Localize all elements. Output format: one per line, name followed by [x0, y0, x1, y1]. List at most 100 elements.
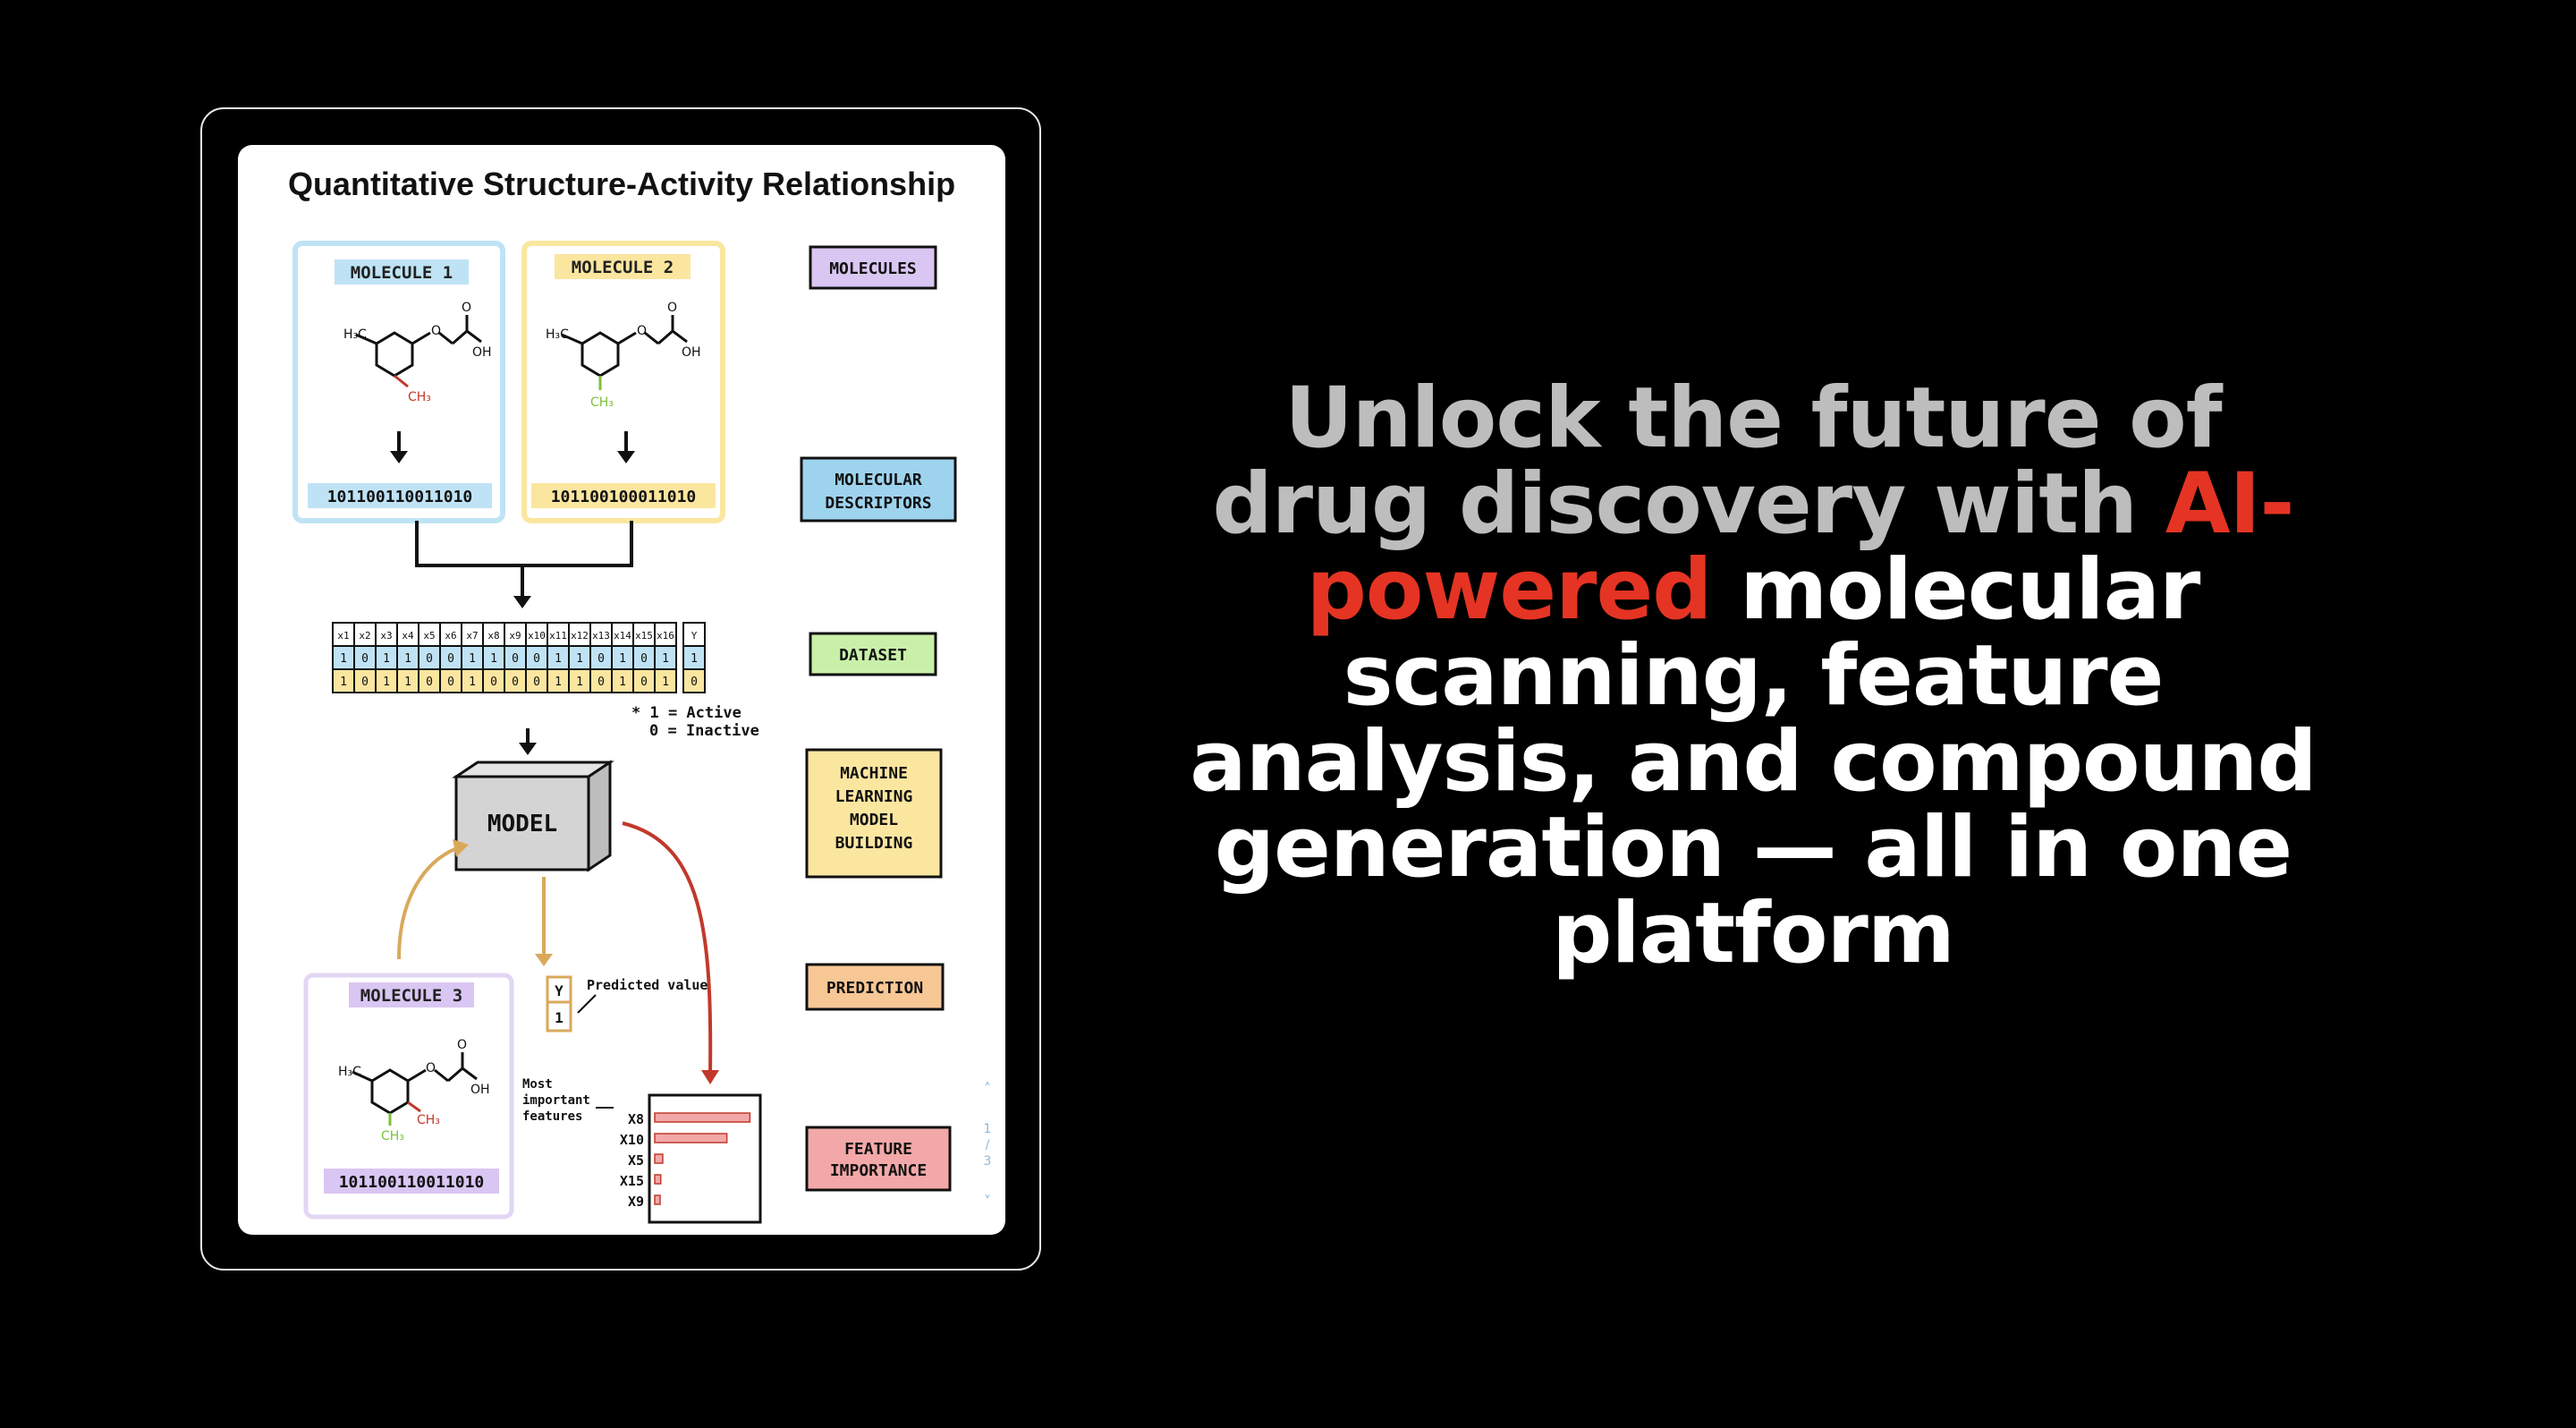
stage-molecules [809, 245, 937, 290]
svg-text:O: O [667, 301, 677, 315]
dataset-header: x16 [657, 630, 674, 642]
dataset-cell [682, 622, 706, 647]
molecule3-label: MOLECULE 3 [360, 986, 462, 1006]
stage-feature-importance [805, 1126, 952, 1192]
page-up-icon[interactable]: ˄ [984, 1080, 991, 1097]
dataset-header: x3 [380, 630, 392, 642]
stage-ml-label-3: MODEL [850, 811, 898, 829]
dataset-header: x15 [635, 630, 653, 642]
page-separator: / [986, 1138, 990, 1152]
svg-text:CH₃: CH₃ [381, 1129, 404, 1143]
dataset-header: x10 [528, 630, 546, 642]
feature-bar [654, 1112, 751, 1123]
dataset-cell [375, 668, 398, 693]
svg-text:O: O [426, 1061, 436, 1075]
dataset-value: 1 [469, 676, 476, 689]
molecule2-bits: 101100100011010 [551, 488, 697, 506]
dataset-value: 0 [512, 652, 519, 666]
molecule1-tag [335, 259, 469, 285]
dataset-header: x9 [509, 630, 521, 642]
dataset-cell [632, 668, 656, 693]
dataset-cell [654, 668, 677, 693]
svg-text:OH: OH [470, 1083, 490, 1097]
dataset-header: x6 [445, 630, 456, 642]
dataset-value: 1 [469, 652, 476, 666]
dataset-value: 1 [404, 676, 411, 689]
model-box: MODEL [452, 760, 614, 872]
feature-bar [654, 1194, 661, 1205]
dataset-value: 1 [340, 652, 347, 666]
dataset-value: 1 [662, 652, 669, 666]
bits2-highlight [531, 483, 716, 508]
qsar-diagram: Quantitative Structure-Activity Relation… [288, 166, 992, 1224]
dataset-value: 1 [404, 652, 411, 666]
predicted-value-cell [546, 1000, 572, 1033]
predicted-y: Y [555, 982, 564, 999]
bits1-highlight [308, 483, 492, 508]
dataset-value: 0 [640, 676, 648, 689]
dataset-value: 1 [691, 652, 698, 666]
dataset-value: 0 [533, 676, 540, 689]
dataset-value: 1 [619, 652, 626, 666]
dataset-cell [611, 668, 634, 693]
stage-ml-label-4: BUILDING [835, 834, 913, 853]
legend-inactive: 0 = Inactive [649, 722, 759, 740]
predicted-value: 1 [555, 1009, 564, 1026]
stage-prediction-label: PREDICTION [826, 979, 923, 998]
molecule2-label: MOLECULE 2 [572, 258, 674, 277]
dataset-header: x7 [466, 630, 478, 642]
dataset-value: 0 [447, 652, 454, 666]
dataset-value: 1 [619, 676, 626, 689]
molecule3-tag [349, 982, 474, 1007]
dataset-value: 0 [426, 652, 433, 666]
svg-text:OH: OH [472, 345, 492, 360]
dataset-value: 1 [576, 652, 583, 666]
stage-fi-label-1: FEATURE [844, 1140, 912, 1159]
stage-prediction [805, 963, 945, 1011]
dataset-value: 1 [662, 676, 669, 689]
dataset-value: 0 [597, 652, 605, 666]
headline-highlight: AI-powered [1306, 455, 2295, 639]
svg-text:O: O [431, 324, 441, 338]
molecule1-label: MOLECULE 1 [351, 263, 453, 283]
dataset-header: Y [691, 630, 698, 642]
dataset-value: 0 [490, 676, 497, 689]
dataset-value: 0 [361, 652, 369, 666]
dataset-header: x14 [614, 630, 631, 642]
dataset-value: 1 [383, 652, 390, 666]
svg-text:OH: OH [682, 345, 701, 360]
dataset-value: 0 [597, 676, 605, 689]
stage-dataset [809, 632, 937, 676]
dataset-value: 1 [340, 676, 347, 689]
dataset-cell [504, 668, 527, 693]
dataset-cell [654, 622, 677, 647]
dataset-value: 0 [533, 652, 540, 666]
molecule2-structure [561, 315, 688, 390]
molecule1-bits: 101100110011010 [327, 488, 473, 506]
svg-text:H₃C: H₃C [338, 1065, 361, 1079]
molecule2-tag [555, 254, 691, 279]
molecule2-panel [521, 241, 725, 523]
diagram-screen: Quantitative Structure-Activity Relation… [238, 145, 1005, 1235]
predicted-label: Predicted value [587, 977, 708, 993]
feature-label: X5 [628, 1152, 644, 1169]
feature-label: X8 [628, 1111, 644, 1127]
molecule3-bits: 101100110011010 [339, 1173, 485, 1192]
dataset-header: x8 [487, 630, 499, 642]
page-down-icon[interactable]: ˅ [984, 1193, 991, 1210]
stage-descriptors-label-1: MOLECULAR [835, 471, 922, 489]
stage-ml-label-2: LEARNING [835, 787, 913, 806]
page-current: 1 [984, 1122, 992, 1136]
bits3-highlight [324, 1169, 499, 1194]
dataset-value: 0 [512, 676, 519, 689]
dataset-cell [547, 668, 570, 693]
page-navigator[interactable]: ˄ 1 / 3 ˅ [984, 1080, 992, 1210]
stage-dataset-label: DATASET [839, 646, 907, 665]
headline-part2: molecular scanning, feature analysis, an… [1190, 541, 2317, 982]
svg-text:O: O [637, 324, 647, 338]
stage-descriptors [800, 456, 957, 523]
dataset-header: x13 [592, 630, 610, 642]
dataset-cell [461, 668, 484, 693]
